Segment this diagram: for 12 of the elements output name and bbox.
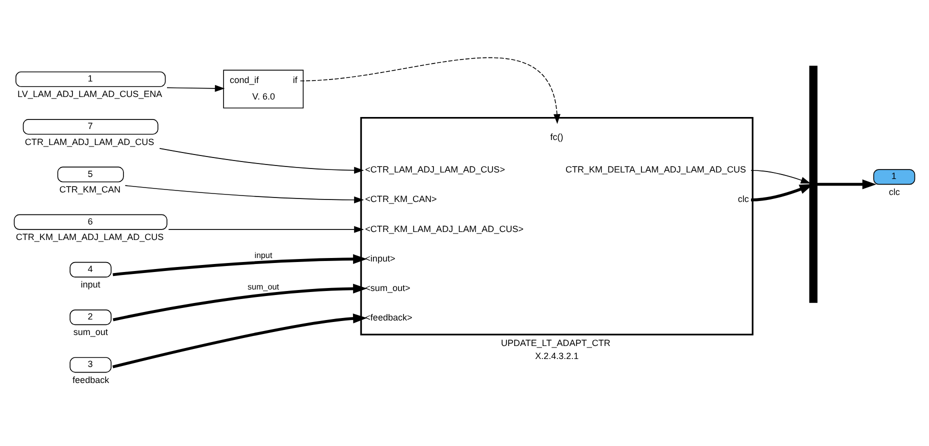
- edge-label: input: [254, 251, 272, 260]
- node-label: input: [80, 280, 100, 290]
- node-label: CTR_LAM_ADJ_LAM_AD_CUS: [24, 136, 154, 147]
- node-label: LV_LAM_ADJ_LAM_AD_CUS_ENA: [18, 89, 162, 100]
- node-label: X.2.4.3.2.1: [535, 351, 579, 361]
- node-label: UPDATE_LT_ADAPT_CTR: [501, 338, 610, 348]
- node-label: feedback: [72, 374, 110, 385]
- node-label: clc: [888, 186, 900, 197]
- edge-label: sum_out: [248, 282, 280, 292]
- node-label: CTR_KM_CAN: [59, 184, 121, 194]
- node-label: sum_out: [73, 327, 108, 338]
- node-label: CTR_KM_LAM_ADJ_LAM_AD_CUS: [16, 232, 164, 242]
